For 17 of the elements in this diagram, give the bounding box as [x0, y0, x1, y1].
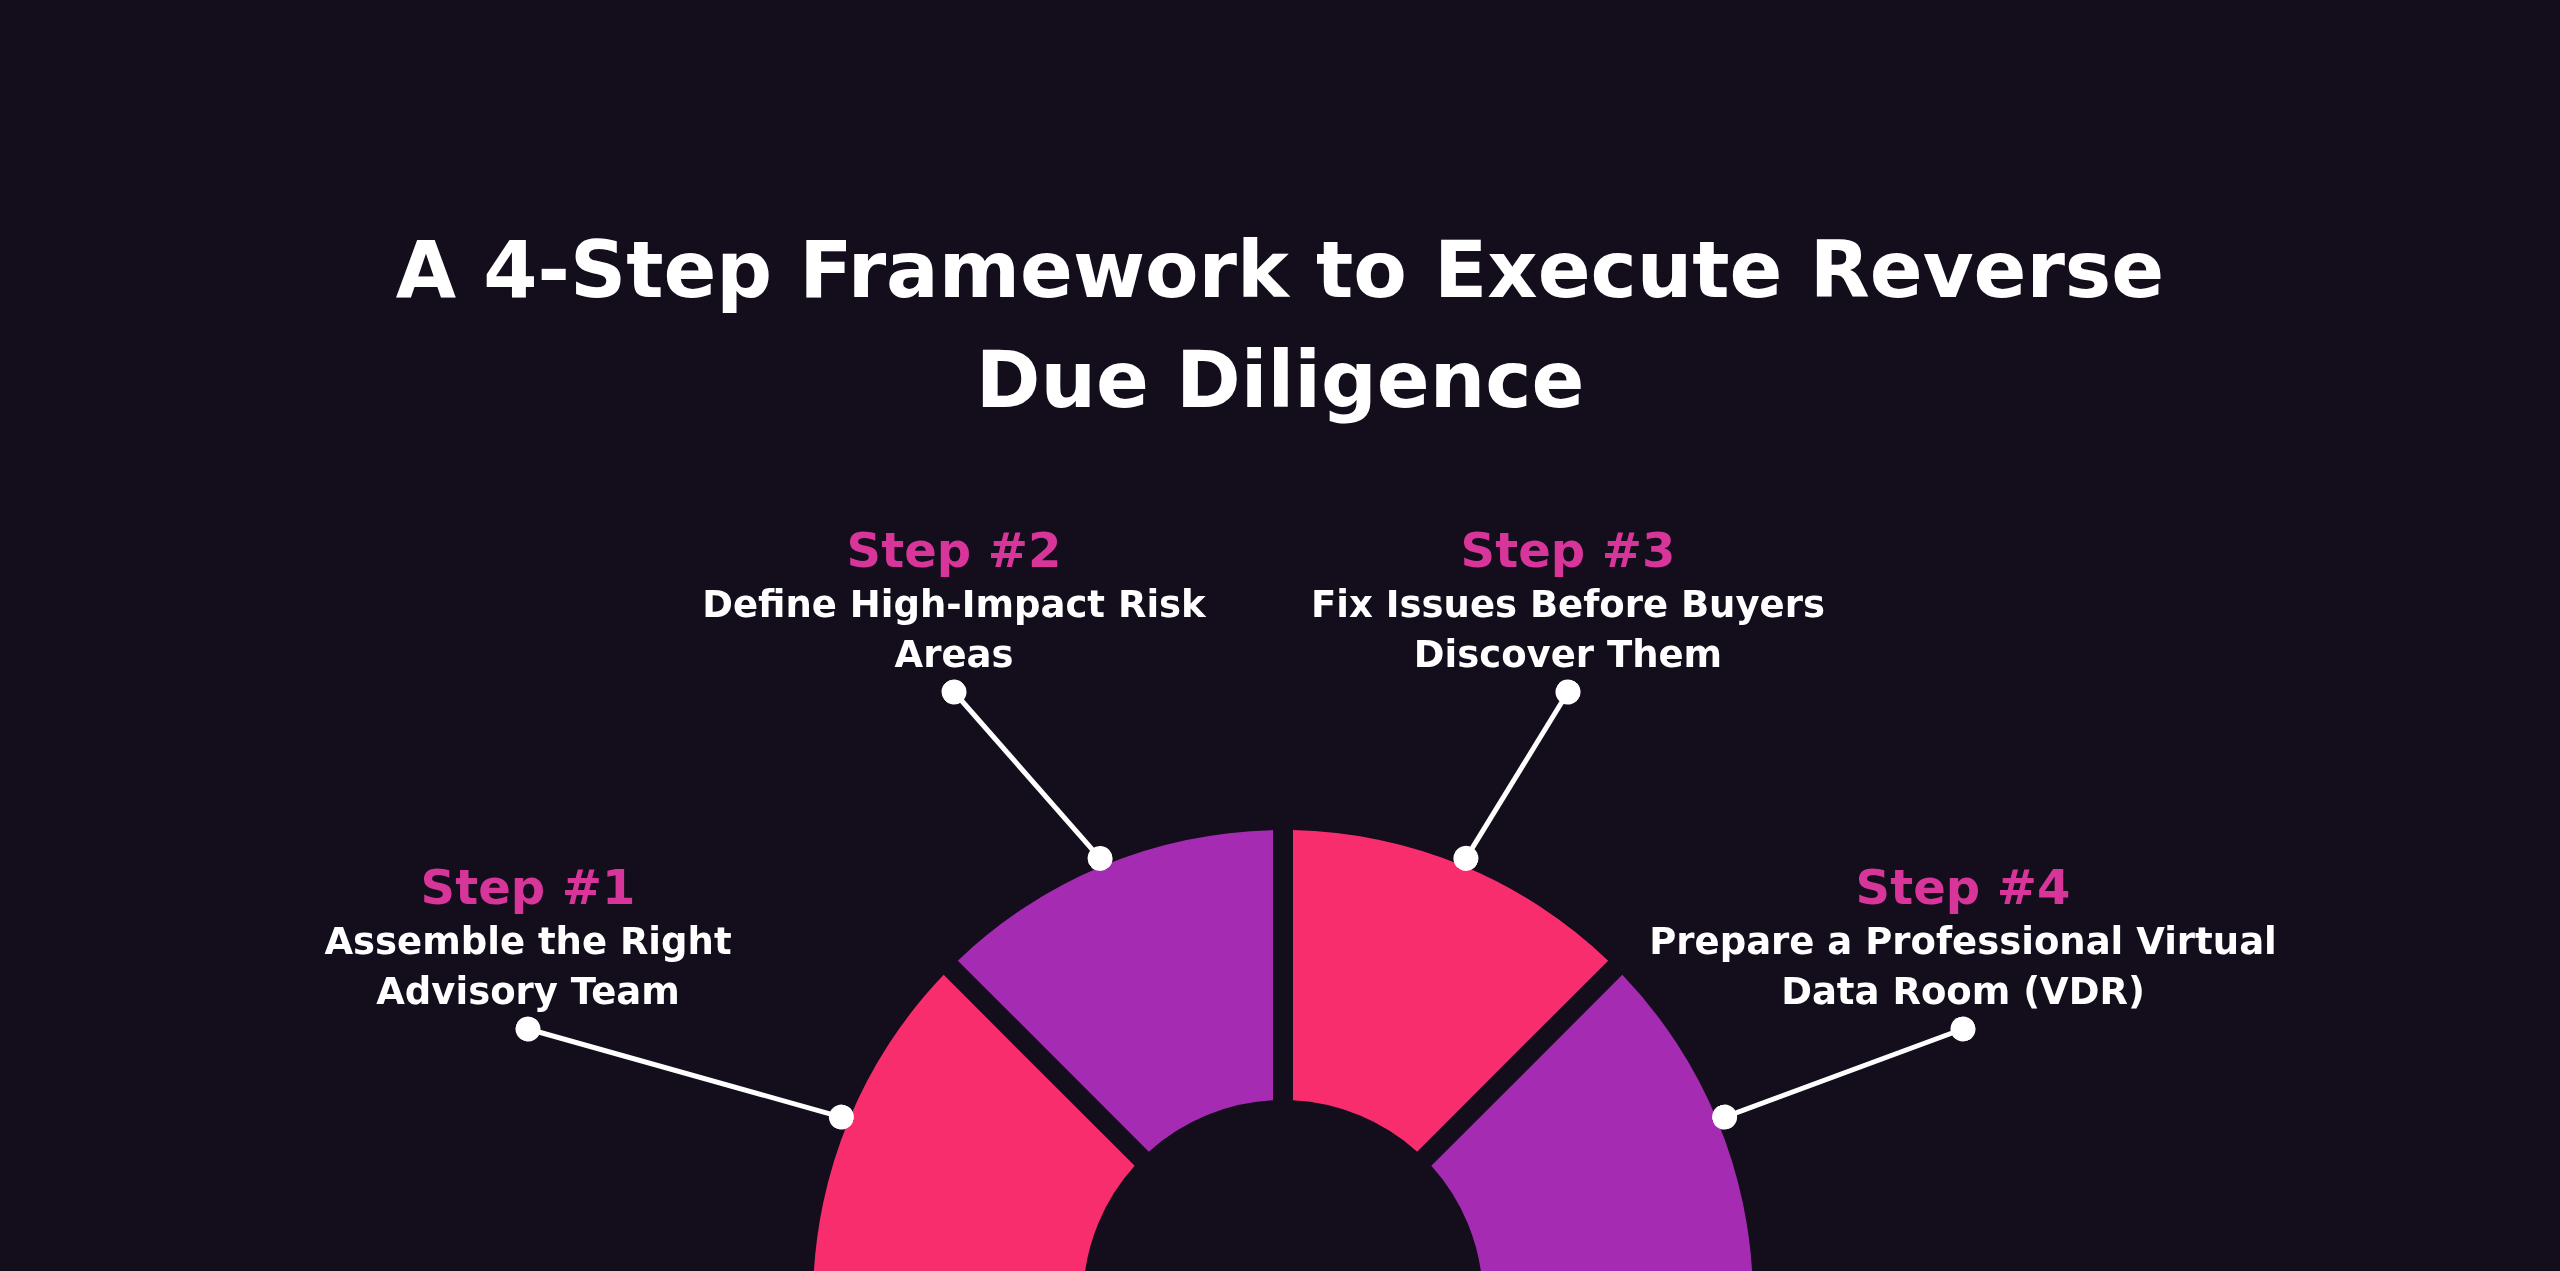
ring-segment: [813, 974, 1135, 1271]
leader-line: [1712, 1016, 1976, 1130]
step-description: Fix Issues Before Buyers Discover Them: [1310, 582, 1826, 678]
step-description: Assemble the Right Advisory Team: [323, 919, 733, 1015]
ring-segment: [1293, 830, 1609, 1152]
step-heading: Step #2: [846, 521, 1062, 580]
step-description: Prepare a Professional Virtual Data Room (VDR): [1648, 919, 2278, 1015]
title: A 4-Step Framework to Execute Reverse Due Diligence: [394, 224, 2166, 427]
ring-segment: [957, 830, 1273, 1152]
step-heading: Step #3: [1460, 521, 1676, 580]
leader-line: [515, 1016, 854, 1130]
step-heading: Step #1: [420, 858, 636, 917]
step-description: Define High-Impact Risk Areas: [701, 582, 1207, 678]
leader-line: [941, 679, 1113, 871]
ring-segment: [1431, 974, 1753, 1271]
leader-line: [1453, 679, 1581, 871]
step-heading: Step #4: [1855, 858, 2071, 917]
